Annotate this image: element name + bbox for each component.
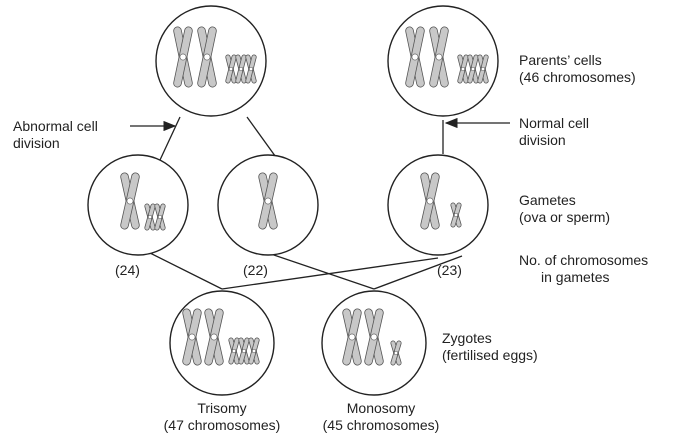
gamete-count-left: (24) bbox=[115, 262, 140, 278]
line-parent-left-to-gamete-left bbox=[159, 116, 181, 161]
chromosome bbox=[450, 202, 462, 228]
chromosome bbox=[420, 172, 440, 230]
normal-division-label: Normal cell division bbox=[519, 115, 589, 149]
chromosome bbox=[235, 54, 247, 84]
parents-title: Parents’ cells bbox=[519, 52, 602, 68]
chromosome bbox=[238, 337, 250, 365]
trisomy-subtitle: (47 chromosomes) bbox=[163, 417, 281, 433]
normal-line-1: Normal cell bbox=[519, 115, 590, 131]
parents-cells-label: Parents’ cells (46 chromosomes) bbox=[519, 52, 636, 86]
chromosome bbox=[467, 54, 479, 84]
monosomy-title: Monosomy bbox=[346, 400, 416, 416]
chromosome bbox=[204, 308, 224, 366]
chromosome bbox=[390, 340, 402, 366]
chromosome bbox=[364, 308, 384, 366]
line-gamete-middle-to-monosomy bbox=[267, 252, 375, 290]
chromosome bbox=[182, 308, 202, 366]
zygote-cell-trisomy bbox=[169, 290, 275, 396]
connection-lines bbox=[149, 116, 463, 290]
chromosome bbox=[120, 172, 140, 230]
monosomy-subtitle: (45 chromosomes) bbox=[322, 417, 440, 433]
chromosome bbox=[225, 54, 237, 84]
count-line-2: in gametes bbox=[541, 269, 610, 285]
chromosome bbox=[228, 337, 240, 365]
gamete-cell-middle bbox=[217, 154, 319, 256]
gametes-label: Gametes (ova or sperm) bbox=[519, 192, 610, 226]
normal-line-2: division bbox=[519, 132, 566, 148]
parent-cell-left bbox=[155, 5, 267, 117]
cells bbox=[87, 5, 499, 396]
gametes-subtitle: (ova or sperm) bbox=[519, 209, 611, 225]
chromosome bbox=[477, 54, 489, 84]
gamete-count-middle: (22) bbox=[243, 262, 268, 278]
line-gamete-right-to-monosomy bbox=[373, 255, 463, 290]
chromosome bbox=[258, 172, 278, 230]
zygotes-subtitle: (fertilised eggs) bbox=[442, 347, 538, 363]
monosomy-label: Monosomy (45 chromosomes) bbox=[306, 400, 456, 434]
chromosome bbox=[405, 26, 425, 88]
count-line-1: No. of chromosomes bbox=[519, 252, 649, 268]
chromosome bbox=[173, 26, 193, 88]
chromosome-count-label: No. of chromosomes in gametes bbox=[519, 252, 648, 286]
gamete-count-right: (23) bbox=[437, 262, 462, 278]
chromosome bbox=[144, 203, 156, 231]
abnormal-division-label: Abnormal cell division bbox=[13, 118, 98, 152]
chromosome bbox=[429, 26, 449, 88]
gametes-title: Gametes bbox=[519, 192, 576, 208]
trisomy-title: Trisomy bbox=[197, 400, 247, 416]
zygotes-title: Zygotes bbox=[442, 330, 492, 346]
gamete-cell-right-membrane bbox=[387, 154, 489, 256]
chromosome bbox=[154, 203, 166, 231]
chromosome bbox=[248, 337, 260, 365]
line-parent-left-to-gamete-middle bbox=[246, 116, 279, 161]
chromosome bbox=[342, 308, 362, 366]
abnormal-line-2: division bbox=[13, 135, 60, 151]
zygotes-label: Zygotes (fertilised eggs) bbox=[442, 330, 538, 364]
line-gamete-left-to-trisomy bbox=[149, 252, 223, 290]
chromosome bbox=[197, 26, 217, 88]
parents-subtitle: (46 chromosomes) bbox=[519, 69, 636, 85]
chromosome bbox=[245, 54, 257, 84]
chromosome bbox=[457, 54, 469, 84]
gamete-cell-left bbox=[87, 154, 189, 256]
trisomy-label: Trisomy (47 chromosomes) bbox=[142, 400, 302, 434]
zygote-cell-monosomy bbox=[321, 290, 427, 396]
abnormal-line-1: Abnormal cell bbox=[13, 118, 98, 134]
parent-cell-right bbox=[387, 5, 499, 117]
gamete-cell-right bbox=[387, 154, 489, 256]
gamete-cell-left-membrane bbox=[87, 154, 189, 256]
